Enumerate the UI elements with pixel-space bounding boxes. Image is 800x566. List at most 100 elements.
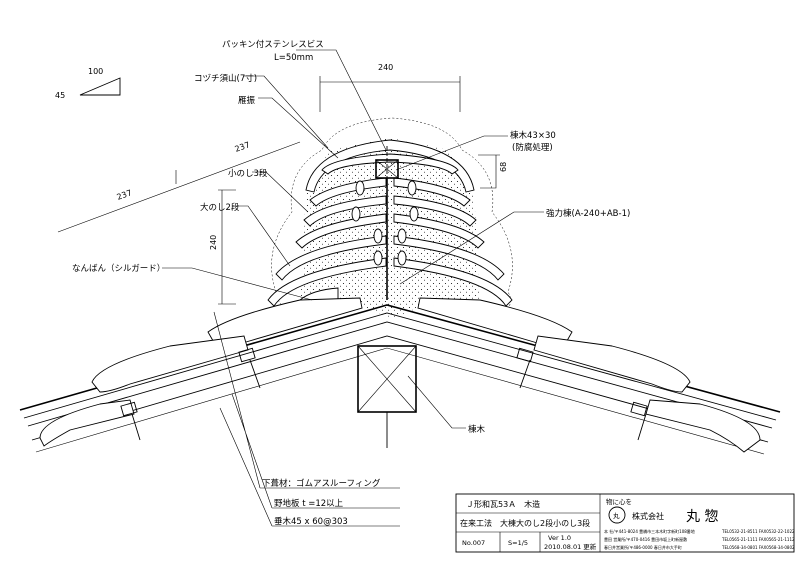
drawing-scale: S=1/5 bbox=[508, 539, 528, 547]
leader-ridge-beam bbox=[407, 375, 466, 429]
title-row2: 在来工法 大棟大のし2段小のし3段 bbox=[460, 518, 590, 528]
company-prefix: 株式会社 bbox=[632, 511, 664, 521]
leader-ganburi bbox=[258, 97, 339, 159]
fastener-oval bbox=[397, 228, 407, 244]
kozuchi-cap bbox=[305, 139, 475, 193]
slope-run-label: 100 bbox=[88, 67, 103, 76]
tile-clip-right-1 bbox=[516, 347, 534, 363]
dim-slope-237a-label: 237 bbox=[116, 188, 133, 202]
company-addr3: 春日井営業所/〒486-0000 春日井市大手町 bbox=[604, 544, 682, 550]
fastener-oval bbox=[409, 206, 419, 222]
leader-nanban bbox=[162, 267, 313, 301]
company-name: 丸 惣 bbox=[686, 509, 718, 525]
dim-top-240-label: 240 bbox=[378, 63, 393, 72]
company-motto: 物に心を bbox=[606, 497, 632, 506]
label-ganburi: 雁振 bbox=[238, 95, 256, 106]
ridge-timber-x bbox=[375, 159, 399, 179]
company-logo bbox=[608, 506, 626, 524]
leader-oonoshi bbox=[236, 205, 291, 267]
konoshi-right-1 bbox=[393, 213, 485, 249]
konoshi-right-2 bbox=[393, 195, 477, 227]
oonoshi-right-2 bbox=[393, 235, 505, 281]
ridge-tile-stack-left bbox=[267, 177, 387, 309]
company-tel3: TEL0568-34-0801 FAX0568-34-0802 bbox=[721, 545, 795, 550]
tile-fasteners bbox=[351, 180, 419, 266]
fastener-oval bbox=[373, 250, 383, 266]
dim-68-label: 68 bbox=[499, 162, 508, 172]
roof-tile-right-3 bbox=[645, 399, 761, 453]
title-block-frame bbox=[455, 493, 795, 553]
label-underlay: 下葺材：ゴムアスルーフィング bbox=[262, 478, 381, 489]
rafter-top-line bbox=[27, 321, 773, 429]
dim-68 bbox=[478, 154, 500, 189]
leader-konoshi bbox=[252, 171, 309, 213]
fastener-oval bbox=[407, 180, 417, 196]
slope-indicator: 100 45 bbox=[55, 67, 121, 100]
label-screw-length: L=50mm bbox=[274, 53, 313, 63]
roof-tiles-right bbox=[417, 297, 761, 453]
dim-side-240-label: 240 bbox=[209, 235, 218, 250]
label-ridge-beam: 棟木 bbox=[468, 424, 486, 435]
labels-right: 棟木43×30 (防腐処理) 強力棟(A-240+AB-1) 棟木 bbox=[395, 130, 630, 435]
sheathing-line bbox=[23, 312, 777, 421]
leader-kyoryoku bbox=[399, 211, 544, 285]
oonoshi-left-1 bbox=[267, 257, 387, 307]
leader-kozuchi bbox=[244, 75, 329, 149]
drawing-date: 2010.08.01 更新 bbox=[544, 542, 597, 551]
fastener-oval bbox=[397, 250, 407, 266]
labels-bottom: 下葺材：ゴムアスルーフィング 野地板 t =12以上 垂木45 x 60@303 bbox=[213, 311, 400, 527]
konoshi-left-1 bbox=[295, 213, 387, 249]
title-block: Ｊ形和瓦53Ａ 木造 在来工法 大棟大のし2段小のし3段 No.007 S=1/… bbox=[455, 493, 795, 553]
ridge-beam bbox=[357, 345, 417, 448]
tile-nail-left bbox=[131, 359, 261, 441]
tile-nail-right bbox=[519, 359, 647, 441]
label-sheathing: 野地板 t =12以上 bbox=[274, 498, 344, 509]
dim-slope-237 bbox=[57, 141, 301, 233]
rafter-bottom-line bbox=[31, 335, 769, 443]
labels-left: パッキン付ステンレスビス L=50mm コヅチ須山(7寸) 雁振 小のし3段 大… bbox=[72, 39, 387, 301]
slope-rise-label: 45 bbox=[55, 91, 65, 100]
company-tel1: TEL0532-21-8511 FAX0532-22-1022 bbox=[721, 529, 795, 534]
mortar-outline-dashed bbox=[271, 117, 513, 319]
title-row1: Ｊ形和瓦53Ａ 木造 bbox=[466, 499, 540, 509]
label-munagi-note: (防腐処理) bbox=[512, 142, 553, 153]
roof-tile-left-2 bbox=[91, 335, 249, 393]
fastener-oval bbox=[351, 206, 361, 222]
drawing-no: No.007 bbox=[462, 539, 485, 547]
label-screw: パッキン付ステンレスビス bbox=[222, 39, 324, 50]
label-kozuchi: コヅチ須山(7寸) bbox=[194, 73, 257, 84]
oonoshi-left-2 bbox=[275, 235, 387, 281]
tile-clip-left-2 bbox=[120, 401, 138, 417]
underside-line bbox=[35, 347, 765, 455]
title-block-grid bbox=[456, 494, 601, 552]
label-munagi: 棟木43×30 bbox=[510, 130, 556, 141]
fastener-oval bbox=[355, 180, 365, 196]
label-rafter: 垂木45 x 60@303 bbox=[274, 516, 348, 527]
fastener-oval bbox=[373, 228, 383, 244]
dim-slope-237b-label: 237 bbox=[234, 140, 251, 154]
label-kyoryoku: 強力棟(A-240+AB-1) bbox=[546, 208, 630, 219]
tile-clip-right-2 bbox=[630, 401, 648, 417]
slope-triangle bbox=[79, 77, 121, 96]
label-konoshi: 小のし3段 bbox=[228, 168, 268, 179]
dim-top-240 bbox=[319, 76, 461, 112]
konoshi-left-2 bbox=[303, 195, 387, 227]
konoshi-left-3 bbox=[309, 177, 387, 207]
company-addr1: 本 社/〒441-8024 豊橋市三本木町字新町108番地 bbox=[604, 528, 695, 534]
leader-screw bbox=[296, 49, 387, 151]
oonoshi-right-1 bbox=[393, 257, 513, 307]
dim-side-240 bbox=[218, 189, 236, 305]
drawing-version: Ver 1.0 bbox=[548, 534, 571, 542]
ridge-beam-x bbox=[357, 345, 417, 413]
company-addr2: 豊田 営業所/〒470-0416 豊田市坂上町新屋敷 bbox=[604, 536, 687, 542]
label-nanban: なんばん（シルガード） bbox=[72, 263, 165, 274]
label-oonoshi: 大のし2段 bbox=[200, 202, 240, 213]
tile-clip-left-1 bbox=[238, 347, 256, 363]
leader-munagi bbox=[395, 135, 508, 171]
leader-bottom-horiz bbox=[260, 487, 400, 527]
roof-tiles-left bbox=[39, 297, 363, 447]
company-tel2: TEL0565-21-1111 FAX0565-21-1112 bbox=[721, 537, 795, 542]
roof-tile-right-2 bbox=[533, 335, 691, 393]
